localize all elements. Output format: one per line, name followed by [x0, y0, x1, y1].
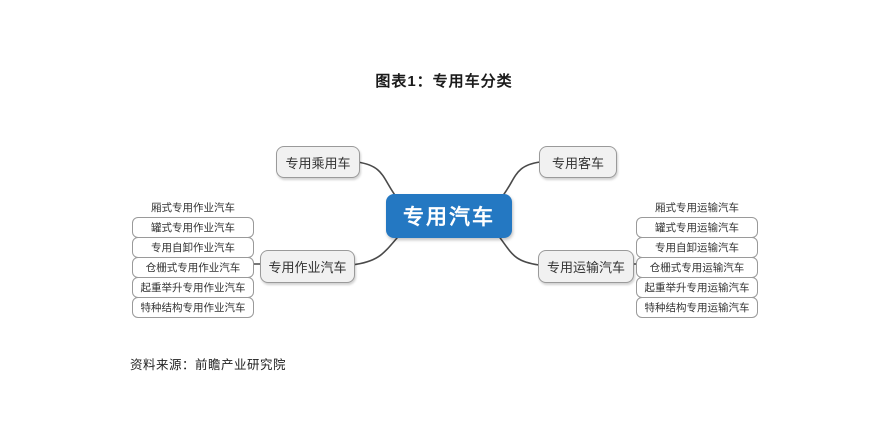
list-item: 仓栅式专用作业汽车 — [132, 257, 254, 278]
list-item: 特种结构专用运输汽车 — [636, 297, 758, 318]
list-item: 厢式专用运输汽车 — [655, 202, 739, 214]
list-item: 专用自卸作业汽车 — [132, 237, 254, 258]
list-item: 罐式专用运输汽车 — [636, 217, 758, 238]
branch-node-label: 专用客车 — [551, 155, 604, 171]
center-node-label: 专用汽车 — [403, 206, 495, 229]
operation-subtype-list: 厢式专用作业汽车 罐式专用作业汽车 专用自卸作业汽车 仓栅式专用作业汽车 起重举… — [132, 197, 254, 318]
figure-title: 图表1：专用车分类 — [375, 73, 513, 90]
source-note: 资料来源：前瞻产业研究院 — [130, 358, 287, 372]
branch-node-operation-vehicle: 专用作业汽车 — [260, 250, 355, 283]
center-node: 专用汽车 — [386, 194, 512, 238]
branch-node-label: 专用作业汽车 — [268, 260, 347, 275]
list-item: 厢式专用作业汽车 — [151, 202, 235, 214]
branch-node-label: 专用乘用车 — [285, 155, 351, 171]
branch-node-bus: 专用客车 — [539, 146, 617, 178]
list-item: 专用自卸运输汽车 — [636, 237, 758, 258]
branch-node-transport-vehicle: 专用运输汽车 — [538, 250, 634, 283]
list-item: 起重举升专用运输汽车 — [636, 277, 758, 298]
list-item: 罐式专用作业汽车 — [132, 217, 254, 238]
branch-node-label: 专用运输汽车 — [546, 260, 625, 275]
branch-node-passenger-car: 专用乘用车 — [276, 146, 360, 178]
transport-subtype-list: 厢式专用运输汽车 罐式专用运输汽车 专用自卸运输汽车 仓栅式专用运输汽车 起重举… — [636, 197, 758, 318]
list-item: 特种结构专用作业汽车 — [132, 297, 254, 318]
list-item: 仓栅式专用运输汽车 — [636, 257, 758, 278]
list-item: 起重举升专用作业汽车 — [132, 277, 254, 298]
